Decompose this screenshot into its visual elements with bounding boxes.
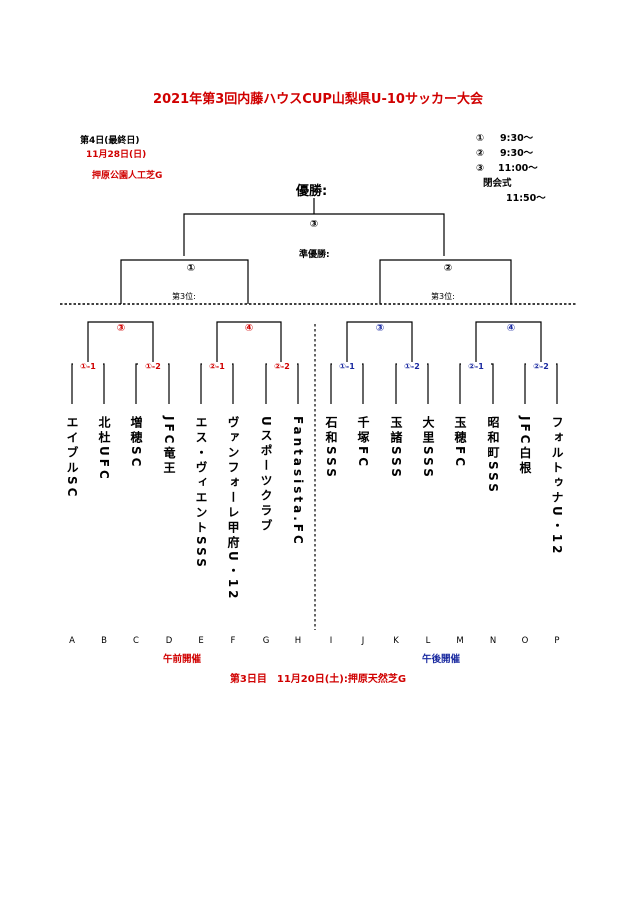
semi-right-mark: ② [440,263,456,274]
page-title: 2021年第3回内藤ハウスCUP山梨県U-10サッカー大会 [153,92,483,107]
closing-label: 閉会式 [483,178,512,189]
letter-n: N [489,636,497,646]
letter-c: C [133,636,139,646]
r1-mark-6: ①-2 [397,362,427,371]
team-h: Fantasista.FC [291,416,305,547]
qf-mark-1: ③ [113,323,129,334]
team-l: 大里SSS [421,416,435,480]
letter-k: K [393,636,399,646]
morning-label: 午前開催 [163,654,202,665]
letter-l: L [425,636,431,646]
team-b: 北杜UFC [97,416,111,482]
team-p: フォルトゥナU・12 [550,416,564,557]
qf-mark-3: ③ [372,323,388,334]
letter-g: G [262,636,270,646]
day4-date: 11月28日(日) [86,150,147,160]
third-label-right: 第3位: [431,292,455,301]
team-n: 昭和町SSS [486,416,500,495]
r1-mark-5: ①-1 [332,362,362,371]
letter-e: E [198,636,204,646]
r1-mark-3: ②-1 [202,362,232,371]
runner-up-label: 準優勝: [299,250,330,260]
team-o: JFC白根 [518,416,532,477]
team-f: ヴァンフォーレ甲府U・12 [226,416,240,602]
day3-info: 第3日目 11月20日(土):押原天然芝G [229,674,407,685]
letter-a: A [69,636,75,646]
r1-mark-8: ②-2 [526,362,556,371]
afternoon-label: 午後開催 [422,654,461,665]
letter-d: D [165,636,173,646]
r1-mark-2: ①-2 [138,362,168,371]
day4-label: 第4日(最終日) [80,136,140,146]
qf-mark-4: ④ [503,323,519,334]
qf-mark-2: ④ [241,323,257,334]
team-j: 千塚FC [356,416,370,470]
letter-p: P [554,636,560,646]
letter-o: O [521,636,529,646]
letter-m: M [456,636,464,646]
r1-mark-1: ①-1 [73,362,103,371]
r1-mark-4: ②-2 [267,362,297,371]
team-d: JFC竜王 [162,416,176,477]
r1-mark-7: ②-1 [461,362,491,371]
champion-label: 優勝: [296,184,328,199]
team-a: エイブルSC [65,416,79,500]
team-k: 玉諸SSS [389,416,403,480]
letter-b: B [101,636,107,646]
team-g: Uスポーツクラブ [259,416,273,534]
letter-j: J [361,636,365,646]
letter-i: I [329,636,333,646]
third-label-left: 第3位: [172,292,196,301]
team-i: 石和SSS [324,416,338,480]
letter-h: H [294,636,302,646]
letter-f: F [230,636,236,646]
semi-left-mark: ① [183,263,199,274]
closing-time: 11:50～ [506,193,546,204]
day4-venue: 押原公園人工芝G [92,171,163,181]
final-mark: ③ [306,219,322,230]
team-m: 玉穂FC [453,416,467,470]
team-e: エス・ヴィエントSSS [194,416,208,570]
team-c: 増穂SC [129,416,143,470]
